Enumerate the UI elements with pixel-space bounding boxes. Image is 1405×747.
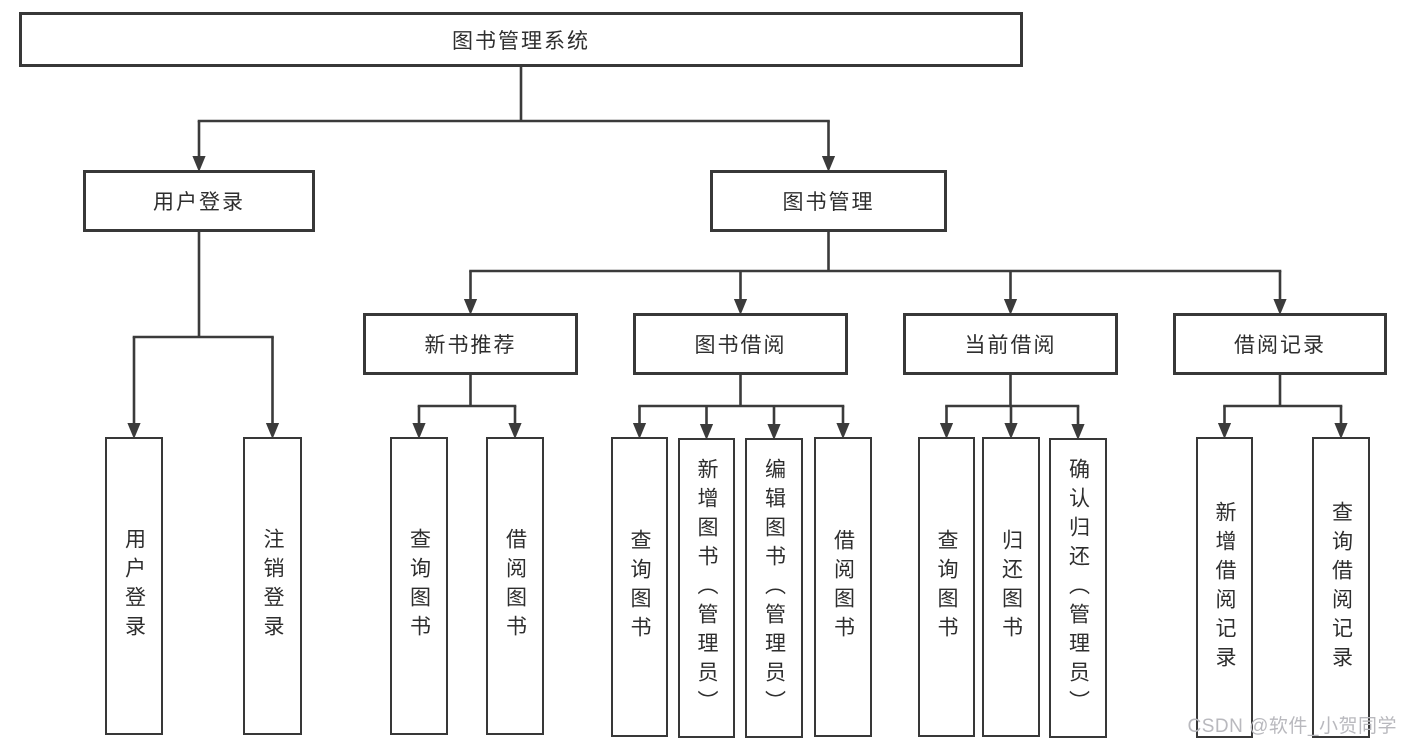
node-label: 借阅图书 [503,528,527,644]
node-leaf-cb-query: 查询图书 [918,437,975,737]
node-user-login: 用户登录 [83,170,315,232]
node-label: 图书管理系统 [452,29,590,53]
node-label: 用户登录 [153,191,245,214]
node-leaf-br-add: 新增借阅记录 [1196,437,1253,738]
node-label: 新书推荐 [424,334,517,357]
node-leaf-nb-query: 查询图书 [390,437,448,735]
node-new-book-rec: 新书推荐 [363,313,578,375]
node-label: 注销登录 [261,528,284,644]
node-leaf-bb-edit: 编辑图书（管理员） [745,438,803,738]
node-label: 用户登录 [122,528,146,644]
node-label: 编辑图书（管理员） [762,457,786,719]
node-book-borrow: 图书借阅 [633,313,848,375]
node-leaf-bb-borrow: 借阅图书 [814,437,872,737]
watermark-text: CSDN @软件_小贺同学 [1187,716,1397,737]
node-label: 当前借阅 [964,334,1057,357]
node-borrow-records: 借阅记录 [1173,313,1387,375]
node-label: 查询图书 [935,529,958,645]
node-label: 图书借阅 [694,334,787,357]
node-leaf-user-login: 用户登录 [105,437,163,735]
node-leaf-br-query: 查询借阅记录 [1312,437,1370,738]
node-label: 借阅图书 [831,529,855,645]
node-leaf-cb-return: 归还图书 [982,437,1040,737]
node-label: 查询图书 [628,529,651,645]
node-label: 确认归还（管理员） [1066,457,1090,719]
node-leaf-nb-borrow: 借阅图书 [486,437,544,735]
node-leaf-bb-query: 查询图书 [611,437,668,737]
node-label: 借阅记录 [1234,334,1326,357]
node-current-borrow: 当前借阅 [903,313,1118,375]
node-root: 图书管理系统 [19,12,1023,67]
node-label: 查询图书 [407,528,431,644]
node-leaf-logout: 注销登录 [243,437,302,735]
node-leaf-cb-confirm: 确认归还（管理员） [1049,438,1107,738]
node-label: 归还图书 [999,529,1023,645]
node-label: 图书管理 [782,191,875,214]
node-book-mgmt: 图书管理 [710,170,947,232]
node-label: 新增图书（管理员） [695,457,718,719]
node-label: 新增借阅记录 [1213,500,1236,675]
node-leaf-bb-add: 新增图书（管理员） [678,438,735,738]
node-label: 查询借阅记录 [1329,500,1353,675]
